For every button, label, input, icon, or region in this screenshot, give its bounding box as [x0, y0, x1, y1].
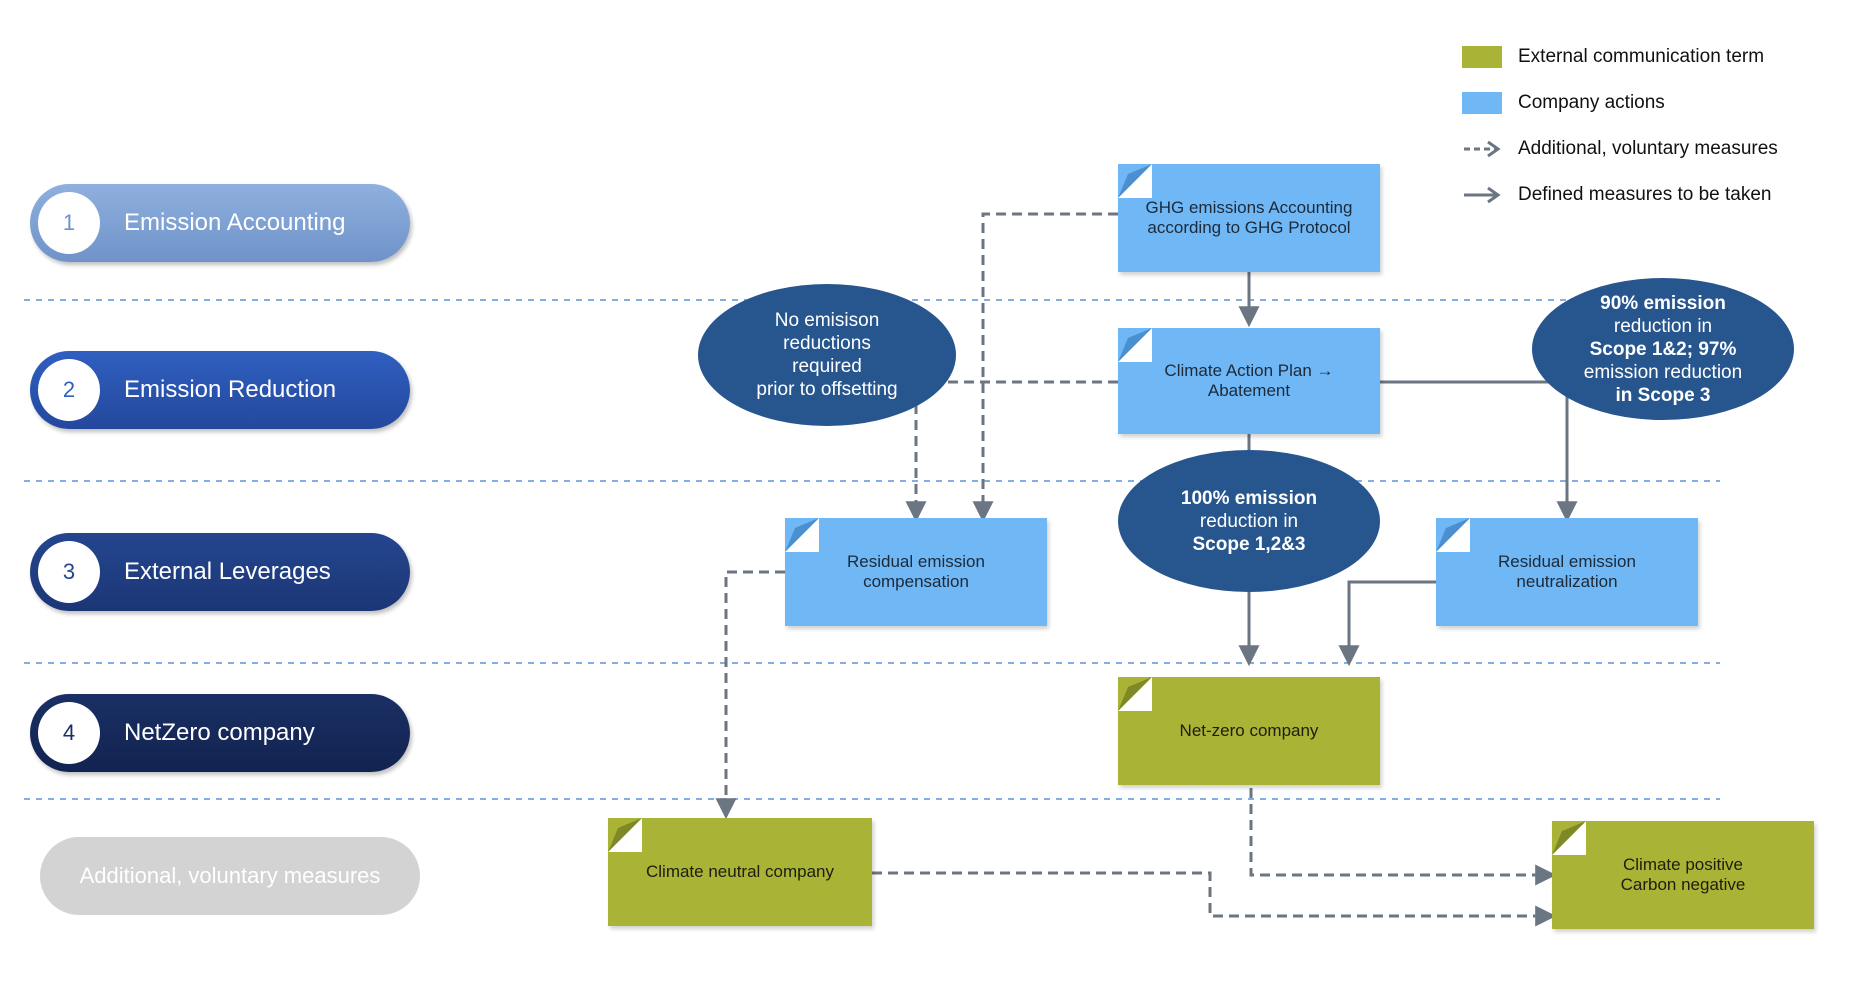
node-text-line: Residual emission [1498, 552, 1636, 571]
oval-text-line: required [792, 356, 862, 377]
note-fold-icon [608, 818, 642, 852]
legend-swatch [1462, 46, 1502, 68]
stage-pill-netzero-company: 4 NetZero company [30, 694, 410, 772]
legend-item-company-actions: Company actions [1462, 80, 1778, 126]
node-text-line: neutralization [1516, 572, 1618, 591]
node-text-line: Climate Action Plan → [1164, 361, 1334, 380]
note-fold-icon [785, 518, 819, 552]
dashed-arrow-ghg-to-compensation [972, 212, 1118, 523]
stage-number: 4 [38, 702, 100, 764]
oval-text-line: reductions [783, 333, 871, 354]
node-text-line: GHG emissions Accounting [1145, 198, 1353, 217]
node-text-line: Net-zero company [1179, 721, 1319, 740]
stage-pill-external-leverages: 3 External Leverages [30, 533, 410, 611]
oval-text-line: 90% emission [1600, 292, 1726, 314]
oval-text-line: 100% emission [1180, 487, 1318, 509]
legend: External communication term Company acti… [1462, 34, 1778, 218]
legend-label: Company actions [1518, 92, 1665, 113]
dashed-arrow-icon [1464, 140, 1501, 158]
stage-number: 2 [38, 359, 100, 421]
legend-item-defined: Defined measures to be taken [1462, 172, 1778, 218]
note-fold-icon [1118, 164, 1152, 198]
stage-pill-voluntary-measures: Additional, voluntary measures [40, 837, 420, 915]
stage-number: 1 [38, 192, 100, 254]
note-fold-icon [1552, 821, 1586, 855]
arrow-plan-to-neutralization [1380, 380, 1578, 523]
node-text-line: Climate neutral company [645, 862, 835, 881]
node-net-zero-company: Net-zero company [1118, 677, 1380, 785]
node-text-line: Abatement [1207, 381, 1291, 400]
oval-text-line: in Scope 3 [1615, 384, 1711, 406]
note-fold-icon [1118, 328, 1152, 362]
node-text-line: Residual emission [847, 552, 985, 571]
dashed-arrow-compensation-to-neutral [715, 570, 785, 820]
stage-number: 3 [38, 541, 100, 603]
solid-arrow-icon [1464, 186, 1501, 204]
oval-text-line: Scope 1&2; 97% [1589, 338, 1737, 360]
legend-label: External communication term [1518, 46, 1765, 67]
legend-item-external-term: External communication term [1462, 34, 1778, 80]
stage-label: External Leverages [124, 558, 331, 585]
stage-label: Emission Accounting [124, 209, 346, 236]
oval-text-line: reduction in [1613, 315, 1713, 337]
note-fold-icon [1118, 677, 1152, 711]
stage-label: Additional, voluntary measures [79, 863, 381, 888]
stage-pill-emission-accounting: 1 Emission Accounting [30, 184, 410, 262]
legend-item-voluntary: Additional, voluntary measures [1462, 126, 1778, 172]
stage-label: NetZero company [124, 719, 315, 746]
legend-swatch [1462, 92, 1502, 114]
node-climate-action-plan: Climate Action Plan →Abatement [1118, 328, 1380, 434]
node-text-line: compensation [863, 572, 969, 591]
arrow-neutralization-to-netzero [1338, 580, 1436, 667]
node-climate-neutral-company: Climate neutral company [608, 818, 872, 926]
oval-text-line: Scope 1,2&3 [1192, 533, 1306, 555]
stage-label: Emission Reduction [124, 376, 337, 403]
node-text-line: Climate positive [1622, 855, 1743, 874]
oval-text-line: prior to offsetting [756, 379, 898, 400]
dashed-arrow-neutral-to-positive [872, 871, 1557, 927]
dashed-arrow-netzero-to-positive [1249, 788, 1557, 886]
oval-text-line: emission reduction [1583, 361, 1743, 383]
node-text-line: Carbon negative [1620, 875, 1746, 894]
note-fold-icon [1436, 518, 1470, 552]
legend-label: Additional, voluntary measures [1518, 138, 1778, 159]
stage-pill-emission-reduction: 2 Emission Reduction [30, 351, 410, 429]
legend-label: Defined measures to be taken [1518, 184, 1772, 205]
oval-text-line: No emisison [774, 310, 880, 331]
node-text-line: according to GHG Protocol [1147, 218, 1351, 237]
dashed-arrow-plan-to-compensation [905, 380, 1118, 523]
oval-text-line: reduction in [1199, 510, 1299, 532]
